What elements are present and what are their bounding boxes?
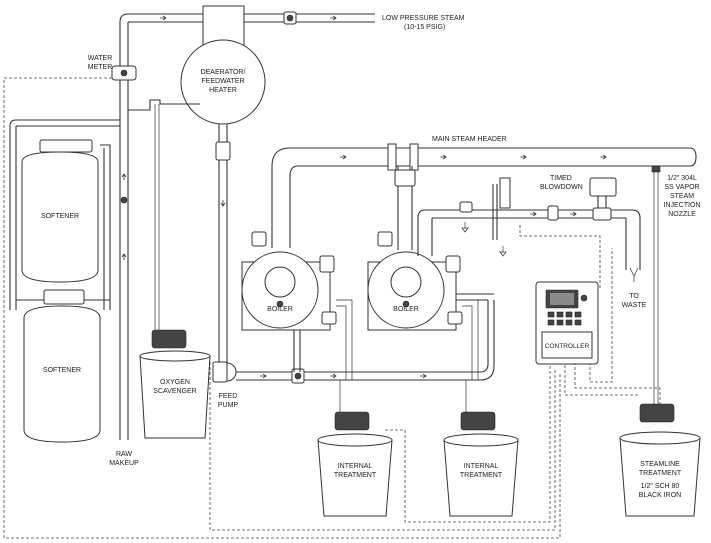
- oxygen-scavenger-label-1: OXYGEN: [160, 379, 190, 386]
- steamline-treatment-tank: STEAMLINE TREATMENT 1/2" SCH 80 BLACK IR…: [619, 403, 701, 517]
- oxygen-scavenger-label-2: SCAVENGER: [153, 388, 196, 395]
- nozzle-label-4: INJECTION: [664, 202, 701, 209]
- raw-makeup-label-1: RAW: [116, 451, 132, 458]
- nozzle-label-3: STEAM: [670, 193, 694, 200]
- main-steam-header: [271, 143, 697, 250]
- steam-injection-line: [651, 165, 661, 404]
- internal-treatment-left-label-2: TREATMENT: [334, 472, 377, 479]
- annotation-labels: LOW PRESSURE STEAM (10-15 PSIG) WATER ME…: [88, 15, 701, 467]
- internal-treatment-tank-left: INTERNAL TREATMENT: [317, 299, 393, 517]
- nozzle-label-2: SS VAPOR: [664, 184, 699, 191]
- softener-top-label: SOFTENER: [41, 213, 79, 220]
- internal-treatment-tank-right: INTERNAL TREATMENT: [443, 299, 519, 517]
- deaerator-label-1: DEAERATOR/: [201, 69, 246, 76]
- steamline-treatment-label-4: BLACK IRON: [639, 492, 681, 499]
- water-meter-label-1: WATER: [88, 55, 113, 62]
- steamline-treatment-label-3: 1/2" SCH 80: [641, 483, 680, 490]
- softener-top: SOFTENER: [9, 119, 120, 310]
- oxygen-scavenger-tank: OXYGEN SCAVENGER: [139, 104, 211, 439]
- internal-treatment-left-label-1: INTERNAL: [338, 463, 373, 470]
- softener-bottom: SOFTENER: [16, 289, 110, 443]
- boiler-right: BOILER: [367, 231, 463, 331]
- steamline-treatment-label-1: STEAMLINE: [640, 461, 680, 468]
- boiler-left-label: BOILER: [267, 306, 293, 313]
- steamline-treatment-label-2: TREATMENT: [639, 470, 682, 477]
- water-meter-raw-makeup: [111, 60, 200, 440]
- boiler-left: BOILER: [241, 231, 337, 331]
- blowdown-piping: [417, 177, 641, 282]
- timed-blowdown-label-2: BLOWDOWN: [540, 184, 583, 191]
- low-pressure-steam-label: LOW PRESSURE STEAM: [382, 15, 465, 22]
- internal-treatment-right-label-2: TREATMENT: [460, 472, 503, 479]
- feed-pump: [212, 293, 495, 384]
- low-pressure-steam-line: [119, 11, 375, 60]
- water-meter-label-2: METER: [88, 64, 113, 71]
- controller-label: CONTROLLER: [545, 343, 590, 350]
- controller: CONTROLLER: [535, 281, 599, 365]
- internal-treatment-right-label-1: INTERNAL: [464, 463, 499, 470]
- to-waste-label-1: TO: [629, 293, 639, 300]
- deaerator-label-3: HEATER: [209, 87, 237, 94]
- timed-blowdown-label-1: TIMED: [550, 175, 572, 182]
- boiler-right-label: BOILER: [393, 306, 419, 313]
- deaerator-label-2: FEEDWATER: [201, 78, 244, 85]
- feed-pump-label-2: PUMP: [218, 402, 239, 409]
- main-steam-header-label: MAIN STEAM HEADER: [432, 136, 507, 143]
- raw-makeup-label-2: MAKEUP: [109, 460, 139, 467]
- nozzle-label-5: NOZZLE: [668, 211, 696, 218]
- softener-bottom-label: SOFTENER: [43, 367, 81, 374]
- low-pressure-steam-psig-label: (10-15 PSIG): [404, 24, 445, 31]
- nozzle-label-1: 1/2" 304L: [667, 175, 697, 182]
- feed-pump-label-1: FEED: [219, 393, 238, 400]
- to-waste-label-2: WASTE: [622, 302, 647, 309]
- deaerator-feedwater-heater: [180, 5, 266, 380]
